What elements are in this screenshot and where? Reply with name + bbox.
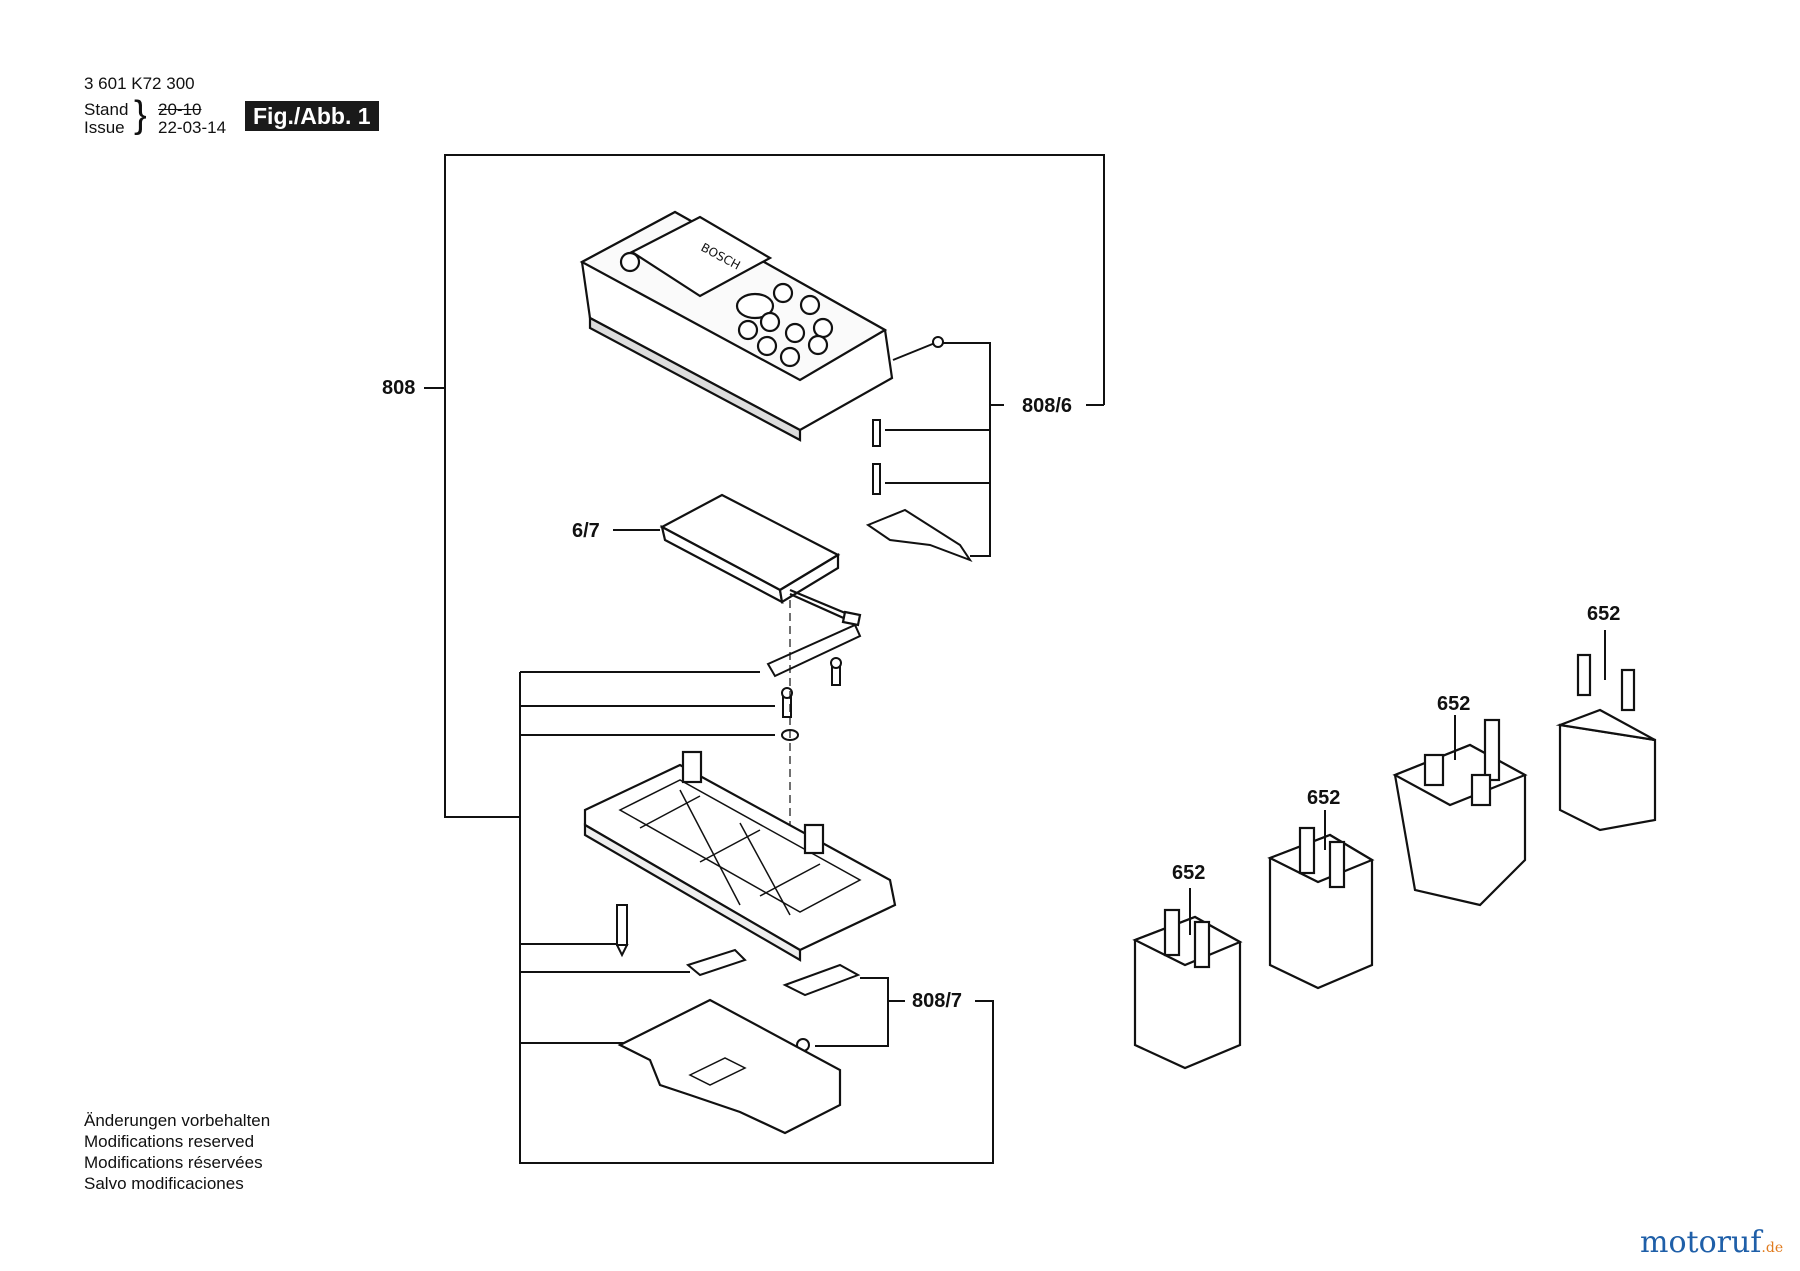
charger-uk: [1392, 718, 1528, 907]
leader-808-7: [815, 977, 905, 1047]
callout-652-eu: 652: [1587, 603, 1621, 625]
watermark-main: motoruf: [1640, 1225, 1762, 1260]
charger-us: [1267, 826, 1375, 990]
brace-icon: }: [134, 94, 147, 136]
watermark-logo: motoruf.de: [1640, 1225, 1783, 1260]
charger-eu: [1555, 653, 1657, 832]
battery-pack: [659, 493, 862, 627]
callout-808-7: 808/7: [912, 990, 963, 1012]
screw-808-6: [865, 336, 973, 563]
callout-808-6: 808/6: [1022, 395, 1073, 417]
charger-us-2: [1132, 908, 1243, 1070]
callout-652-uk: 652: [1437, 693, 1471, 715]
date-new: 22-03-14: [158, 118, 227, 137]
keypad-icon: [735, 282, 834, 368]
issue-label: Issue: [84, 118, 125, 137]
cover-plate: [617, 998, 842, 1135]
housing-screw: [615, 904, 629, 958]
stand-label: Stand: [84, 100, 129, 119]
adhesive-pad: [685, 948, 747, 977]
callout-6-7: 6/7: [572, 520, 600, 542]
clip-and-screws: [766, 623, 862, 741]
date-old: 20-10: [158, 100, 202, 119]
note-es: Salvo modificaciones: [84, 1174, 244, 1193]
leader-808-lower: [519, 671, 994, 1164]
callout-652-us: 652: [1307, 787, 1341, 809]
notes: Änderungen vorbehalten Modifications res…: [84, 1110, 270, 1194]
part-number: 3 601 K72 300: [84, 74, 195, 93]
note-de: Änderungen vorbehalten: [84, 1111, 271, 1130]
callout-652-us-2: 652: [1172, 862, 1206, 884]
callout-808: 808: [382, 377, 416, 399]
figure-badge: Fig./Abb. 1: [245, 101, 379, 131]
base-housing: [583, 750, 897, 962]
leader-808: [424, 154, 1105, 818]
leader-808-6: [885, 342, 1004, 557]
note-en: Modifications reserved: [84, 1132, 255, 1151]
clip-808-7: [782, 963, 861, 1052]
note-fr: Modifications réservées: [84, 1153, 263, 1172]
laser-measure-device: BOSCH: [579, 210, 894, 442]
watermark-suffix: .de: [1761, 1240, 1784, 1256]
